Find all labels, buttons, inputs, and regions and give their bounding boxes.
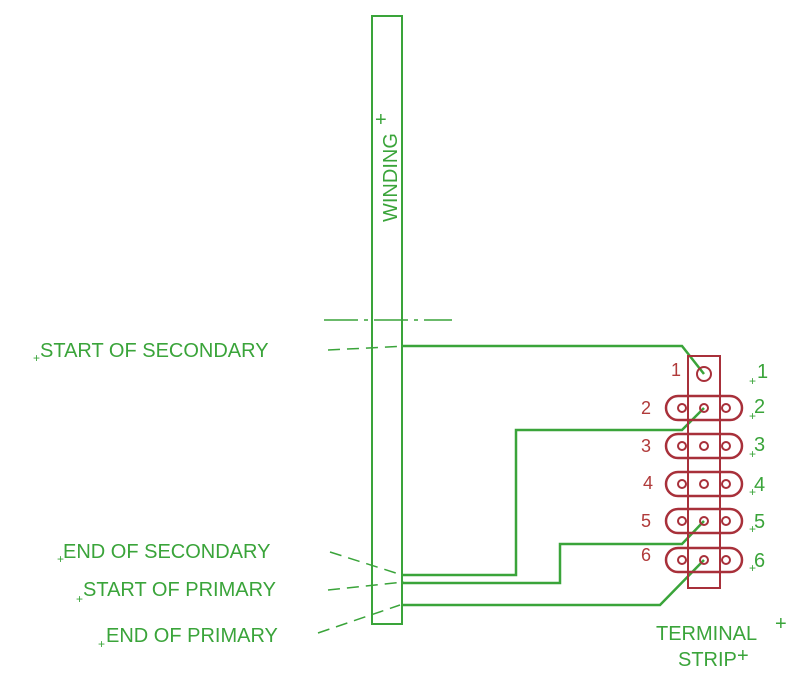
label-start-of-primary: START OF PRIMARY xyxy=(83,579,276,601)
terminal-number-left: 4 xyxy=(643,473,653,493)
terminal-title-origin-mark: + xyxy=(737,645,749,667)
terminal-5 xyxy=(664,507,744,535)
wire-end-secondary xyxy=(402,407,705,577)
terminal-2 xyxy=(664,394,744,422)
wire-start-primary xyxy=(402,520,705,585)
label-end-of-primary: END OF PRIMARY xyxy=(106,625,278,647)
svg-text:+: + xyxy=(33,351,40,365)
svg-text:+: + xyxy=(98,637,105,651)
terminal-number-left: 6 xyxy=(641,545,651,565)
origin-marks: + + + + + + xyxy=(749,374,756,575)
svg-text:+: + xyxy=(749,522,756,536)
terminal-1-pin xyxy=(696,366,712,382)
terminal-number-right: 1 xyxy=(757,361,768,383)
label-origin-marks: + + + + xyxy=(33,351,105,651)
winding-label: WINDING xyxy=(380,133,402,222)
leader-start-secondary xyxy=(327,345,409,351)
svg-text:+: + xyxy=(749,447,756,461)
wire-start-secondary xyxy=(402,344,705,375)
wire-end-primary xyxy=(402,559,705,607)
terminal-3 xyxy=(664,432,744,460)
winding-origin-mark: + xyxy=(375,109,387,131)
terminal-strip-title-line2: STRIP xyxy=(678,649,737,671)
terminal-number-right: 4 xyxy=(754,474,765,496)
terminal-number-right: 3 xyxy=(754,434,765,456)
terminal-strip: 1 2 3 4 5 6 1 2 3 4 5 6 + + + + + + xyxy=(641,355,768,589)
label-start-of-secondary: START OF SECONDARY xyxy=(40,340,269,362)
leader-start-primary xyxy=(327,581,405,591)
terminal-number-right: 5 xyxy=(754,511,765,533)
svg-text:+: + xyxy=(749,409,756,423)
terminal-number-left: 1 xyxy=(671,360,681,380)
terminal-strip-title-line1: TERMINAL xyxy=(656,623,757,645)
terminal-title-origin-mark: + xyxy=(775,613,787,635)
terminal-4 xyxy=(664,470,744,498)
terminal-number-left: 3 xyxy=(641,436,651,456)
svg-text:+: + xyxy=(749,561,756,575)
terminal-number-left: 2 xyxy=(641,398,651,418)
label-end-of-secondary: END OF SECONDARY xyxy=(63,541,270,563)
svg-text:+: + xyxy=(749,374,756,388)
terminal-number-right: 2 xyxy=(754,396,765,418)
terminal-6 xyxy=(664,546,744,574)
leader-end-primary xyxy=(317,604,401,634)
svg-text:+: + xyxy=(57,552,64,566)
svg-text:+: + xyxy=(749,485,756,499)
terminal-number-left: 5 xyxy=(641,511,651,531)
leader-end-secondary xyxy=(329,551,403,576)
svg-text:+: + xyxy=(76,592,83,606)
terminal-number-right: 6 xyxy=(754,550,765,572)
